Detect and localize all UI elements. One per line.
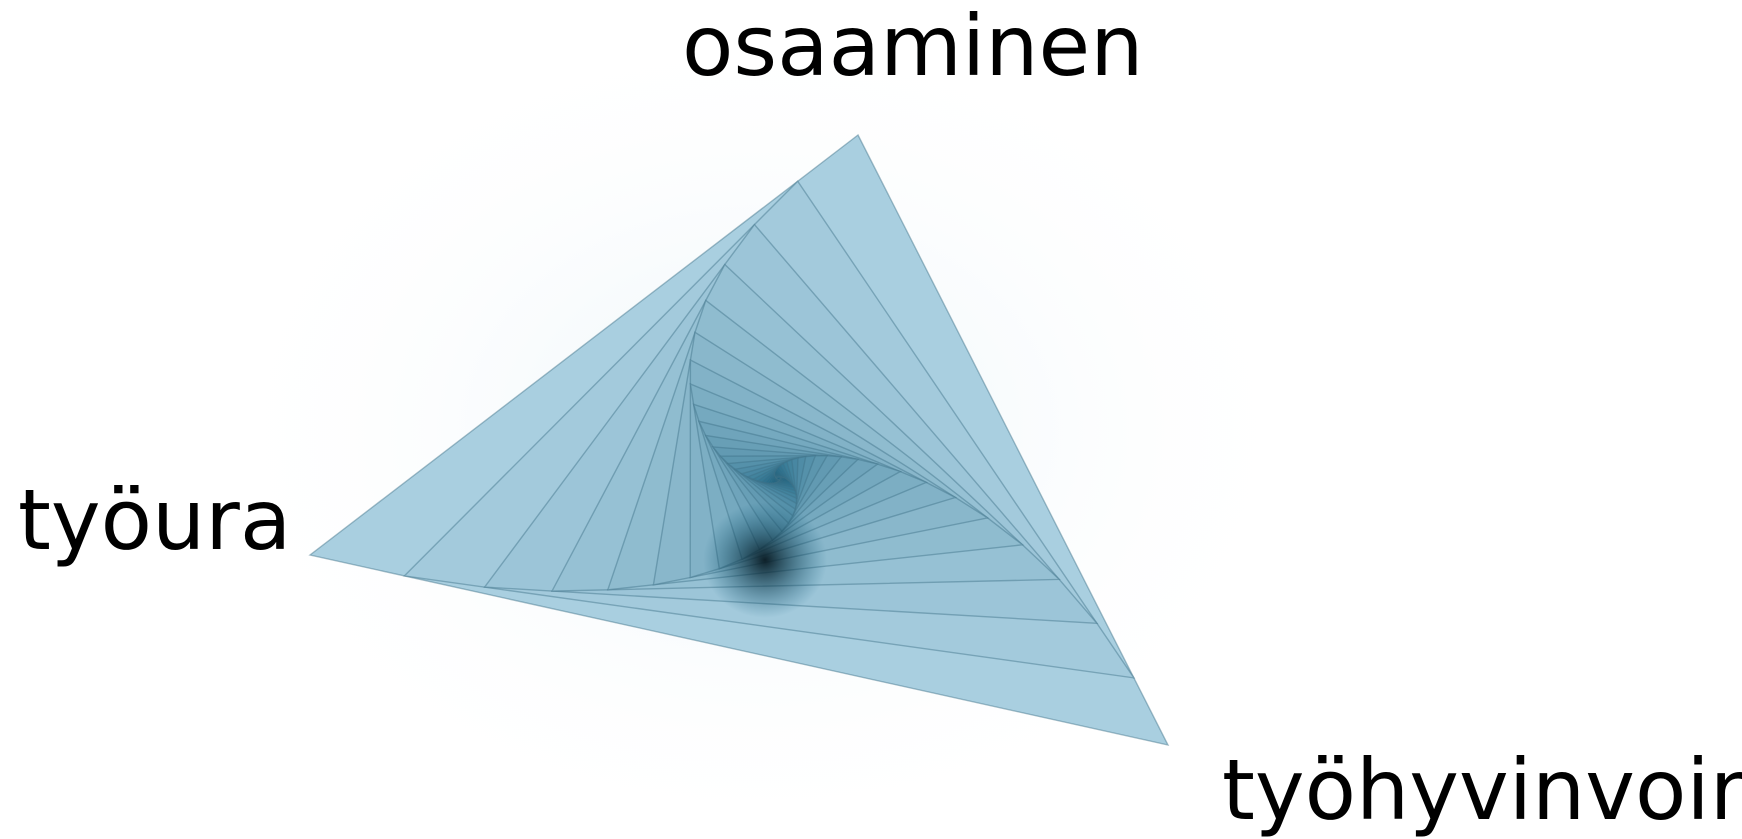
spiral-core — [703, 502, 827, 618]
label-osaaminen: osaaminen — [682, 4, 1143, 88]
spiral-triangle-34 — [777, 478, 780, 480]
label-tyoura: työura — [18, 478, 291, 562]
label-tyohyvinvointi: työhyvinvointi — [1222, 748, 1742, 832]
